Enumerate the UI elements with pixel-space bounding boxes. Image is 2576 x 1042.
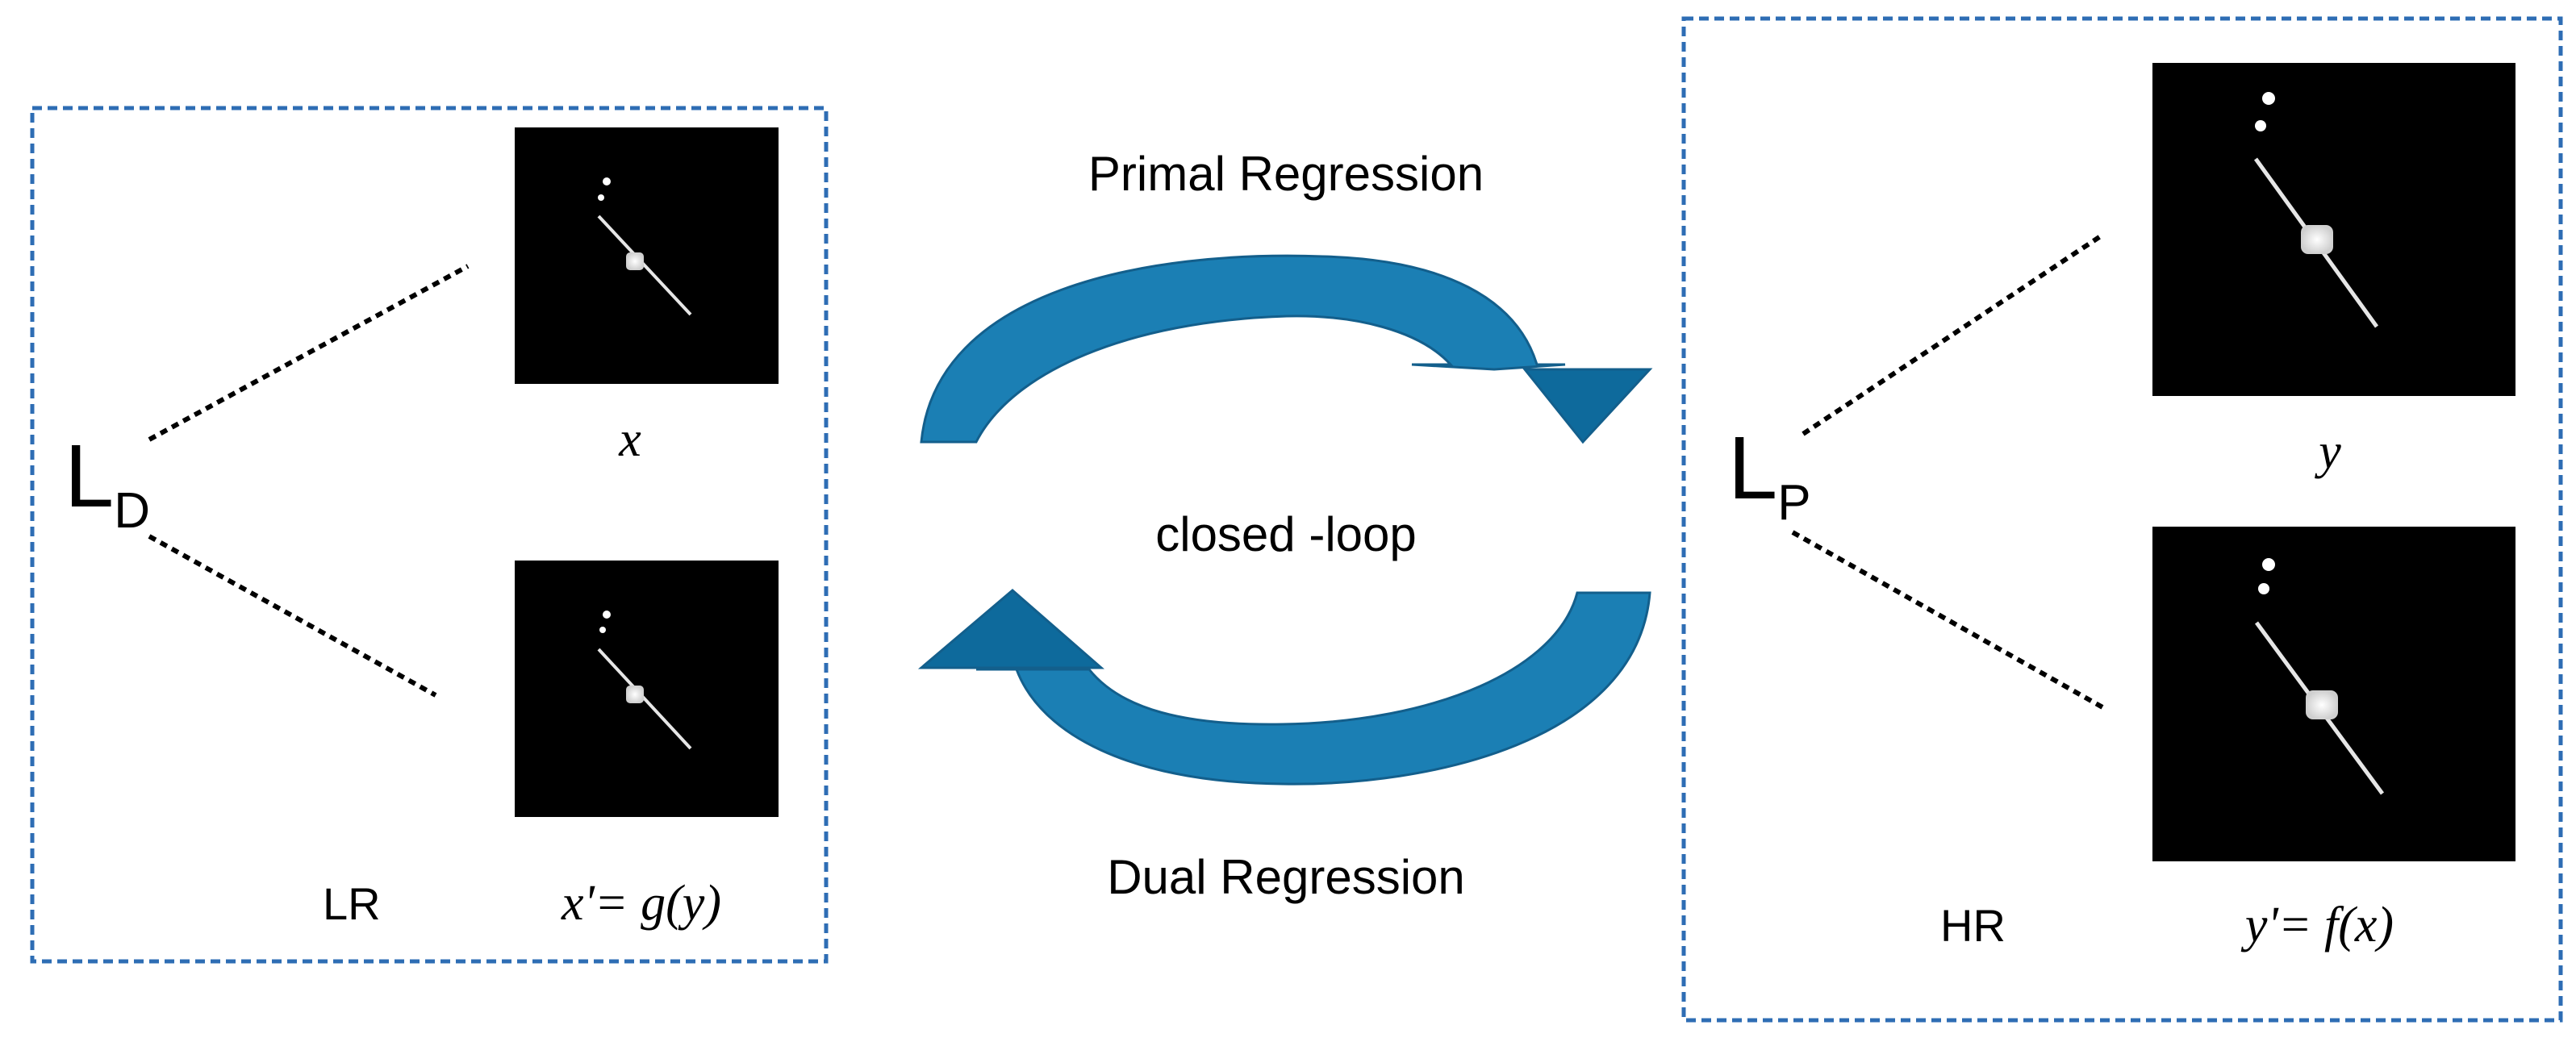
right-resolution-label: HR	[1940, 900, 2006, 951]
left-loss-symbol: LD	[65, 427, 150, 539]
caption-x-prime: x'= g(y)	[561, 876, 721, 931]
caption-y-prime: y'= f(x)	[2240, 898, 2394, 952]
left-connector-bottom	[148, 534, 437, 698]
primal-regression-label: Primal Regression	[1088, 147, 1484, 201]
dual-arrow	[976, 591, 1651, 786]
thumbnail-x	[515, 127, 779, 384]
primal-arrow	[920, 254, 1566, 444]
thumbnail-y	[2152, 63, 2515, 396]
dual-arrowhead	[917, 589, 1104, 669]
right-connector-bottom	[1791, 530, 2106, 711]
left-panel: LD x LR x'= g(y)	[30, 106, 829, 964]
left-connector-top	[148, 264, 470, 442]
left-resolution-label: LR	[323, 878, 381, 929]
dual-regression-label: Dual Regression	[1107, 850, 1465, 904]
right-connector-top	[1802, 231, 2106, 436]
right-loss-symbol: LP	[1728, 419, 1811, 531]
left-dashed-box	[30, 106, 829, 964]
thumbnail-x-prime	[515, 561, 779, 817]
caption-y: y	[2314, 424, 2341, 479]
right-dashed-box	[1681, 16, 2563, 1023]
caption-x: x	[618, 412, 641, 467]
closed-loop-label: closed -loop	[1155, 507, 1417, 561]
thumbnail-y-prime	[2152, 527, 2515, 861]
center-loop: Primal Regression closed -loop Dual Regr…	[917, 147, 1653, 904]
primal-arrowhead	[1522, 368, 1653, 444]
right-panel: LP y HR y'= f(x)	[1681, 16, 2563, 1023]
